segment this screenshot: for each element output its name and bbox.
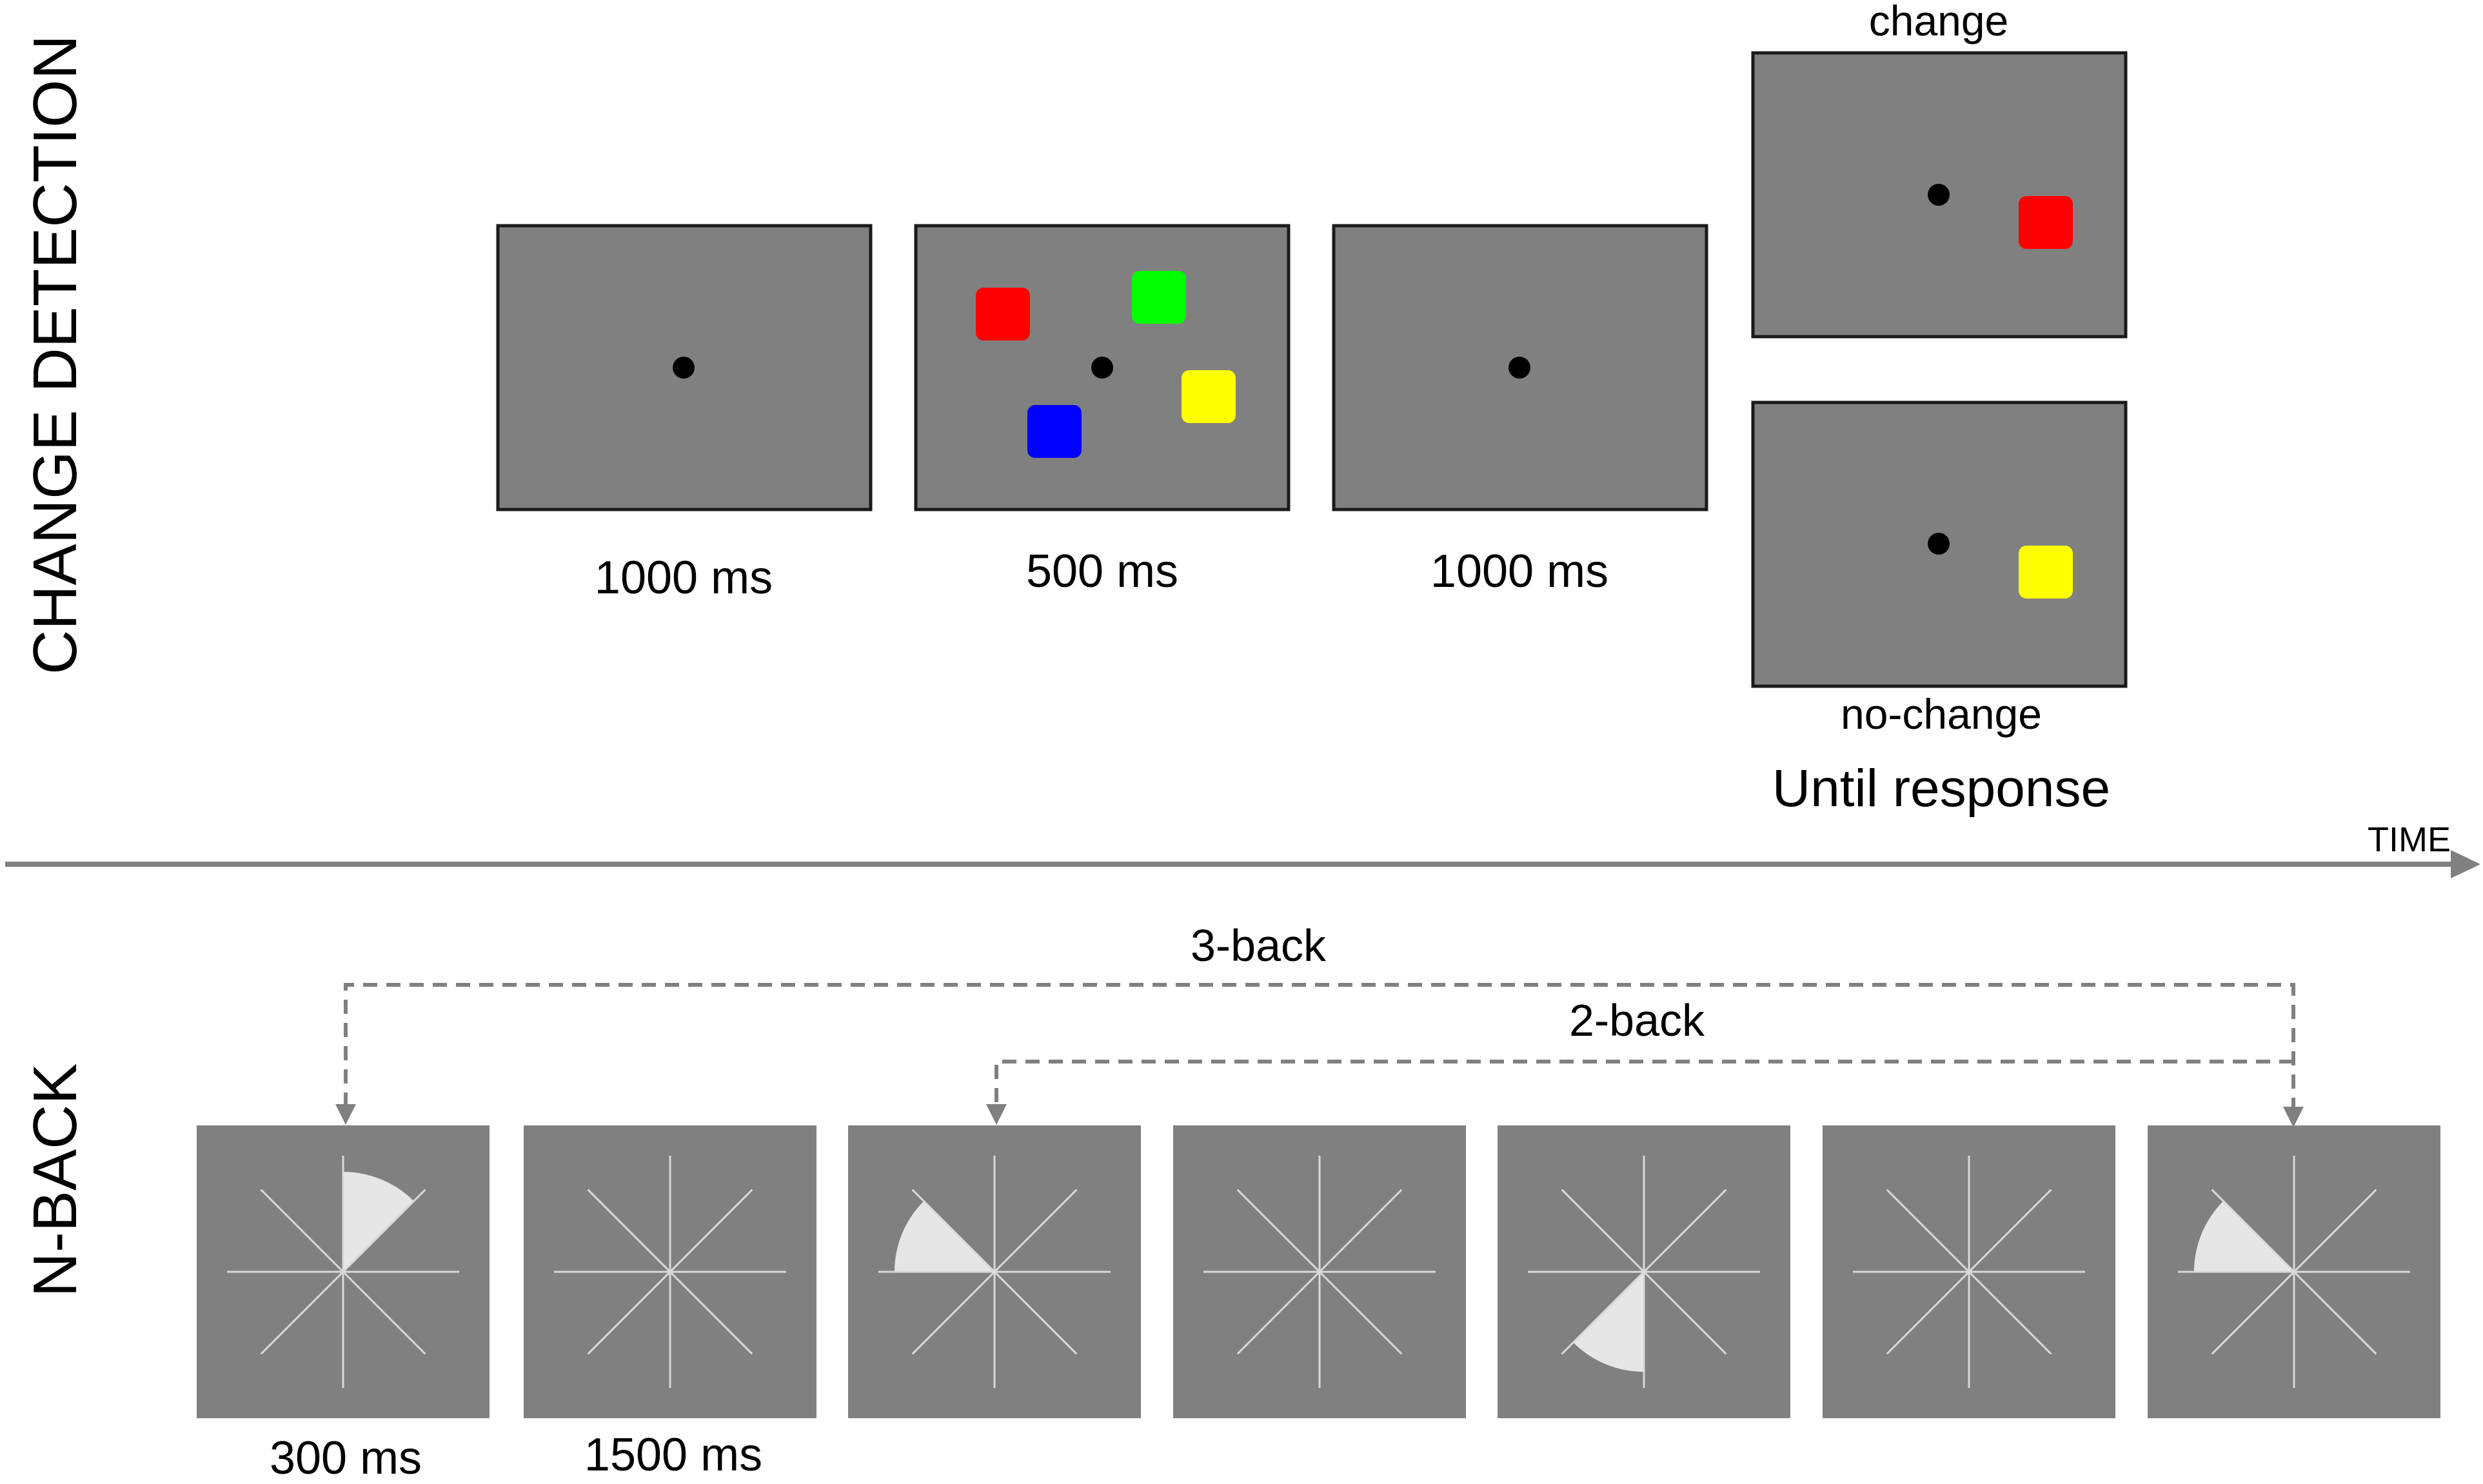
spoke-line bbox=[342, 1271, 426, 1355]
cd-test-change bbox=[1751, 51, 2128, 339]
cd-test-no-change bbox=[1751, 401, 2128, 688]
spoke-line bbox=[669, 1271, 753, 1355]
two-back-end-arrowhead bbox=[2283, 1107, 2304, 1127]
spoke-line bbox=[2293, 1271, 2377, 1355]
spoke-line bbox=[342, 1189, 426, 1273]
spoke-line bbox=[1318, 1271, 1403, 1355]
cd-frame-1-duration: 1000 ms bbox=[595, 552, 773, 604]
fixation-dot bbox=[1509, 357, 1530, 379]
spoke-line bbox=[260, 1189, 344, 1273]
spoke-line bbox=[1236, 1271, 1321, 1355]
spoke-line bbox=[993, 1271, 1078, 1355]
n-back-frames bbox=[197, 1125, 2440, 1418]
spoke-line bbox=[2211, 1189, 2295, 1273]
two-back-label: 2-back bbox=[1569, 995, 1705, 1045]
time-axis: TIME bbox=[5, 820, 2480, 878]
yellow-square bbox=[1182, 370, 1236, 423]
spoke-line bbox=[1968, 1271, 2052, 1355]
cd-frame-3-duration: 1000 ms bbox=[1430, 546, 1608, 597]
spoke-line bbox=[669, 1189, 753, 1273]
n-back-frame bbox=[1173, 1125, 1466, 1418]
three-back-label: 3-back bbox=[1191, 920, 1327, 971]
cd-frame-memory-array bbox=[914, 224, 1291, 511]
spoke-line bbox=[1886, 1271, 1970, 1355]
red-square bbox=[2019, 196, 2073, 249]
n-back-frame bbox=[1498, 1125, 1790, 1418]
wedge-stimulus bbox=[343, 1172, 414, 1272]
fixation-dot bbox=[1091, 357, 1113, 379]
spoke-line bbox=[1561, 1189, 1645, 1273]
three-back-arrow bbox=[335, 983, 2295, 1125]
wedge-stimulus bbox=[895, 1201, 994, 1272]
n-back-frame bbox=[1823, 1125, 2115, 1418]
cd-frame-retention bbox=[1332, 224, 1708, 511]
n-back-frame bbox=[848, 1125, 1141, 1418]
n-back-frame bbox=[197, 1125, 490, 1418]
spoke-line bbox=[1886, 1189, 1970, 1273]
two-back-arrowhead bbox=[986, 1104, 1007, 1125]
time-axis-arrowhead bbox=[2451, 850, 2480, 878]
spoke-line bbox=[911, 1189, 996, 1273]
n-back-section: N-BACK 3-back 2-back 300 ms 1500 ms bbox=[21, 920, 2440, 1484]
spoke-line bbox=[1643, 1189, 1727, 1273]
no-change-label: no-change bbox=[1841, 690, 2042, 738]
three-back-arrowhead bbox=[335, 1104, 356, 1125]
wedge-stimulus bbox=[2194, 1201, 2294, 1272]
cd-frame-2-duration: 500 ms bbox=[1026, 546, 1178, 597]
spoke-line bbox=[1561, 1271, 1645, 1355]
spoke-line bbox=[993, 1189, 1078, 1273]
time-label: TIME bbox=[2368, 820, 2451, 859]
green-square bbox=[1132, 271, 1186, 324]
red-square bbox=[976, 288, 1030, 341]
n-back-frame bbox=[524, 1125, 816, 1418]
spoke-line bbox=[911, 1271, 996, 1355]
spoke-line bbox=[2293, 1189, 2377, 1273]
spoke-line bbox=[1643, 1271, 1727, 1355]
change-label: change bbox=[1869, 0, 2009, 45]
test-duration: Until response bbox=[1772, 759, 2110, 818]
wedge-stimulus bbox=[1573, 1272, 1644, 1372]
yellow-square bbox=[2019, 546, 2073, 599]
fixation-dot bbox=[673, 357, 695, 379]
spoke-line bbox=[587, 1271, 671, 1355]
cd-frame-fixation-1 bbox=[496, 224, 873, 511]
spoke-line bbox=[1236, 1189, 1321, 1273]
spoke-line bbox=[2211, 1271, 2295, 1355]
fixation-dot bbox=[1928, 184, 1950, 206]
spoke-line bbox=[260, 1271, 344, 1355]
spoke-line bbox=[1968, 1189, 2052, 1273]
stimulus-duration: 300 ms bbox=[270, 1432, 422, 1484]
change-detection-section: CHANGE DETECTION 1000 ms 500 ms 1000 ms … bbox=[21, 0, 2128, 818]
n-back-label: N-BACK bbox=[21, 1064, 90, 1298]
change-detection-label: CHANGE DETECTION bbox=[21, 35, 90, 675]
two-back-arrow bbox=[986, 1060, 2304, 1127]
fixation-dot bbox=[1928, 533, 1950, 555]
interval-duration: 1500 ms bbox=[584, 1429, 762, 1481]
spoke-line bbox=[587, 1189, 671, 1273]
spoke-line bbox=[1318, 1189, 1403, 1273]
n-back-frame bbox=[2148, 1125, 2440, 1418]
blue-square bbox=[1027, 405, 1082, 458]
